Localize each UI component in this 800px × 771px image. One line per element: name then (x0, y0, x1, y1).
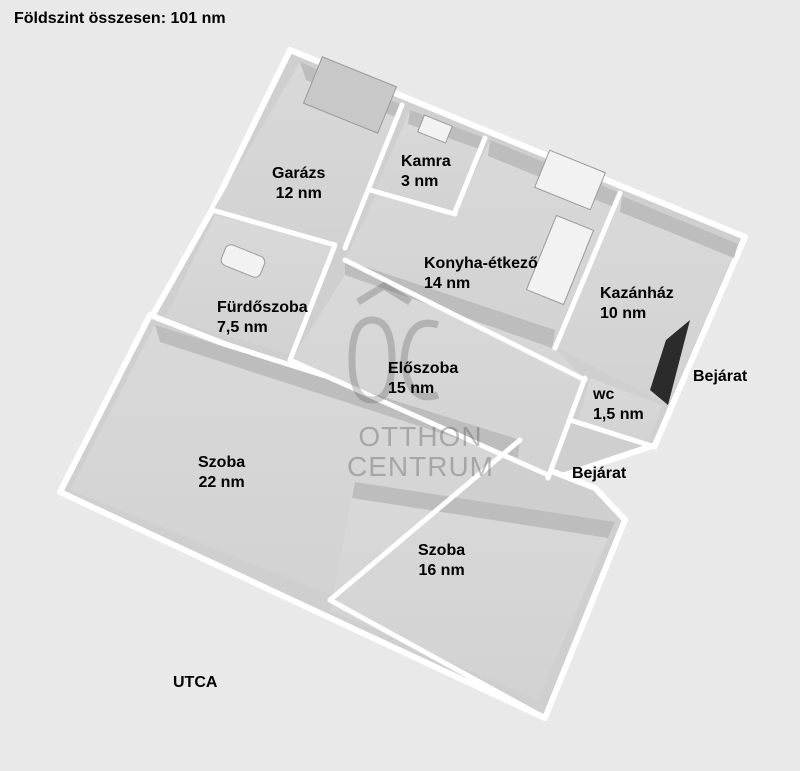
room-name: Szoba (198, 454, 246, 471)
room-label-szoba16: Szoba 16 nm (418, 541, 465, 581)
room-area: 22 nm (198, 474, 245, 491)
room-label-furdo: Fürdőszoba 7,5 nm (217, 298, 308, 338)
watermark-line1: OTTHON (358, 421, 483, 452)
room-label-kazanhaz: Kazánház 10 nm (600, 284, 674, 324)
bathtub (220, 244, 266, 278)
kitchen-window (534, 149, 606, 211)
room-name: Garázs (272, 165, 326, 182)
room-name: Előszoba (388, 360, 459, 377)
room-area: 12 nm (275, 185, 322, 202)
room-area: 1,5 nm (593, 406, 644, 423)
room-label-wc: wc 1,5 nm (593, 385, 644, 425)
watermark-text: ÔC OTTHON CENTRUM (347, 422, 494, 482)
room-label-kamra: Kamra 3 nm (401, 152, 451, 192)
garage-door (302, 56, 398, 134)
room-area: 3 nm (401, 173, 439, 190)
room-name: Szoba (418, 542, 466, 559)
room-name: Kamra (401, 153, 451, 170)
room-name: wc (593, 386, 615, 403)
kitchen-counter (525, 214, 595, 306)
room-name: Kazánház (600, 285, 674, 302)
watermark-line2: CENTRUM (347, 451, 494, 482)
room-label-szoba22: Szoba 22 nm (198, 453, 245, 493)
room-label-garazs: Garázs 12 nm (272, 164, 325, 204)
room-area: 15 nm (388, 380, 435, 397)
watermark-logo (348, 281, 440, 404)
room-area: 10 nm (600, 305, 647, 322)
room-area: 16 nm (418, 562, 465, 579)
room-label-eloszoba: Előszoba 15 nm (388, 359, 458, 399)
interior-walls (209, 102, 658, 721)
entrance-label-east: Bejárat (693, 368, 748, 385)
summary-title: Földszint összesen: 101 nm (14, 10, 226, 27)
room-name: Fürdőszoba (217, 299, 308, 316)
room-name: Konyha-étkező (424, 255, 538, 272)
fixtures (220, 56, 606, 306)
kamra-window (417, 114, 453, 144)
room-area: 7,5 nm (217, 319, 268, 336)
street-label: UTCA (173, 674, 218, 691)
entrance-label-south: Bejárat (572, 465, 627, 482)
room-area: 14 nm (424, 275, 471, 292)
room-label-konyha: Konyha-étkező 14 nm (424, 254, 538, 294)
